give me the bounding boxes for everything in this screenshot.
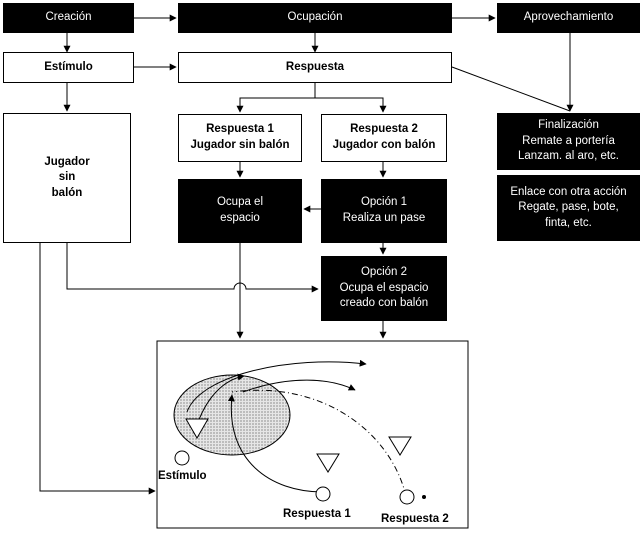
player-respuesta2 [399, 489, 415, 505]
arrow-jugador-opcion2 [66, 243, 319, 293]
trajectory-respuesta1 [227, 394, 324, 493]
node-respuesta2: Respuesta 2 Jugador con balón [321, 114, 447, 162]
node-opcion2: Opción 2 Ocupa el espacio creado con bal… [321, 256, 447, 321]
arrow-respuesta-r1 [236, 83, 316, 113]
trajectory-stimulus [186, 359, 367, 413]
player-respuesta1 [315, 486, 331, 502]
ball-icon [422, 495, 426, 499]
node-ocupa-espacio: Ocupa el espacio [178, 179, 302, 243]
arrow-jugador-field [39, 243, 156, 495]
link-respuesta-finalizacion [451, 66, 571, 112]
label-respuesta2: Respuesta 2 [381, 513, 449, 525]
node-creacion: Creación [3, 3, 134, 33]
node-enlace: Enlace con otra acción Regate, pase, bot… [497, 175, 640, 241]
node-estimulo: Estímulo [3, 52, 134, 83]
label-estimulo: Estímulo [158, 470, 207, 482]
field-box [156, 340, 469, 529]
node-finalizacion: Finalización Remate a portería Lanzam. a… [497, 113, 640, 170]
defender-triangle-2 [316, 453, 340, 473]
node-jugador-sin-balon: Jugador sin balón [3, 113, 131, 243]
trajectory-respuesta2-run [242, 379, 356, 393]
arrow-respuesta-r2 [315, 97, 387, 113]
node-opcion1: Opción 1 Realiza un pase [321, 179, 447, 243]
defender-triangle-3 [388, 436, 412, 456]
defender-triangle-1 [185, 418, 209, 439]
space-zone [173, 374, 291, 456]
node-ocupacion: Ocupación [178, 3, 452, 33]
label-respuesta1: Respuesta 1 [283, 508, 351, 520]
node-aprovechamiento: Aprovechamiento [497, 3, 640, 33]
player-estimulo [174, 450, 190, 466]
node-respuesta: Respuesta [178, 52, 452, 83]
node-respuesta1: Respuesta 1 Jugador sin balón [178, 114, 302, 162]
